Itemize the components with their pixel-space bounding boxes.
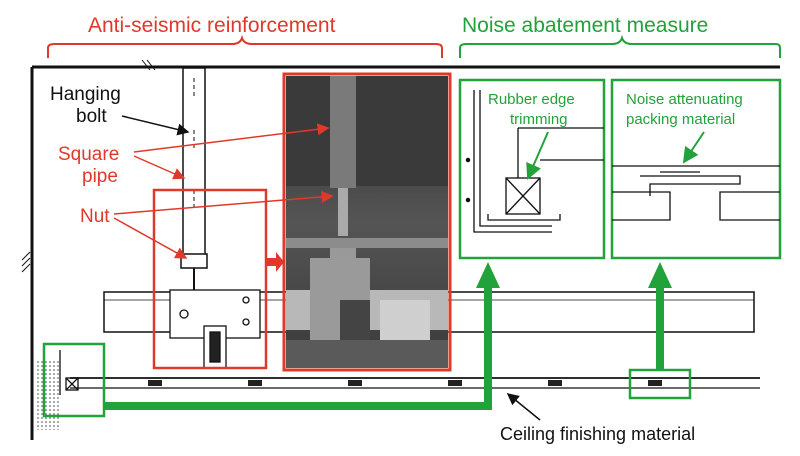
wall-edge-detail	[59, 350, 79, 395]
green-arrowhead-rubber	[476, 262, 500, 288]
hanging-bolt-label: Hanging	[50, 84, 121, 105]
noise-abatement-brace	[459, 34, 781, 58]
noise-packing-label-2: packing material	[626, 111, 735, 128]
noise-packing-label: Noise attenuating	[626, 91, 743, 108]
square-pipe-label: Square	[58, 144, 119, 165]
noise-packing-panel	[610, 78, 782, 260]
anti-seismic-brace	[47, 34, 443, 58]
noise-packing-pointer	[682, 131, 705, 164]
rubber-edge-drawing	[465, 90, 604, 233]
hanging-bolt-label-2: bolt	[76, 106, 107, 127]
nut-detail-box	[152, 188, 268, 370]
ceiling-clips	[148, 380, 662, 386]
wall-plaster	[36, 360, 60, 430]
hanger-bracket-drawing	[169, 289, 261, 369]
square-pipe-pointer-1	[133, 155, 186, 180]
hanging-bolt-column	[180, 67, 208, 292]
photo-arrow	[266, 252, 284, 272]
square-pipe-pointer-2	[133, 123, 330, 153]
square-pipe-label-2: pipe	[82, 166, 118, 187]
building-structure	[21, 59, 780, 440]
wall-edge-box	[42, 342, 106, 418]
photo-frame	[282, 72, 452, 372]
ceiling-finishing-pointer	[506, 393, 541, 421]
rubber-edge-pointer	[526, 131, 549, 180]
rubber-edge-label: Rubber edge	[488, 91, 575, 108]
anti-seismic-photo	[286, 76, 448, 368]
anti-seismic-header: Anti-seismic reinforcement	[88, 14, 336, 37]
green-arrowhead-packing	[648, 262, 672, 288]
nut-label: Nut	[80, 206, 110, 227]
noise-abatement-header: Noise abatement measure	[462, 14, 708, 37]
rubber-edge-label-2: trimming	[510, 111, 568, 128]
nut-pointer-1	[113, 217, 188, 259]
ceiling-finishing-label: Ceiling finishing material	[500, 424, 695, 444]
nut-pointer-2	[113, 190, 334, 215]
ceiling-finishing-line	[70, 377, 760, 389]
hanging-bolt-pointer	[121, 115, 190, 136]
green-arrow-to-rubber-edge	[104, 286, 492, 410]
noise-packing-drawing	[612, 165, 780, 221]
